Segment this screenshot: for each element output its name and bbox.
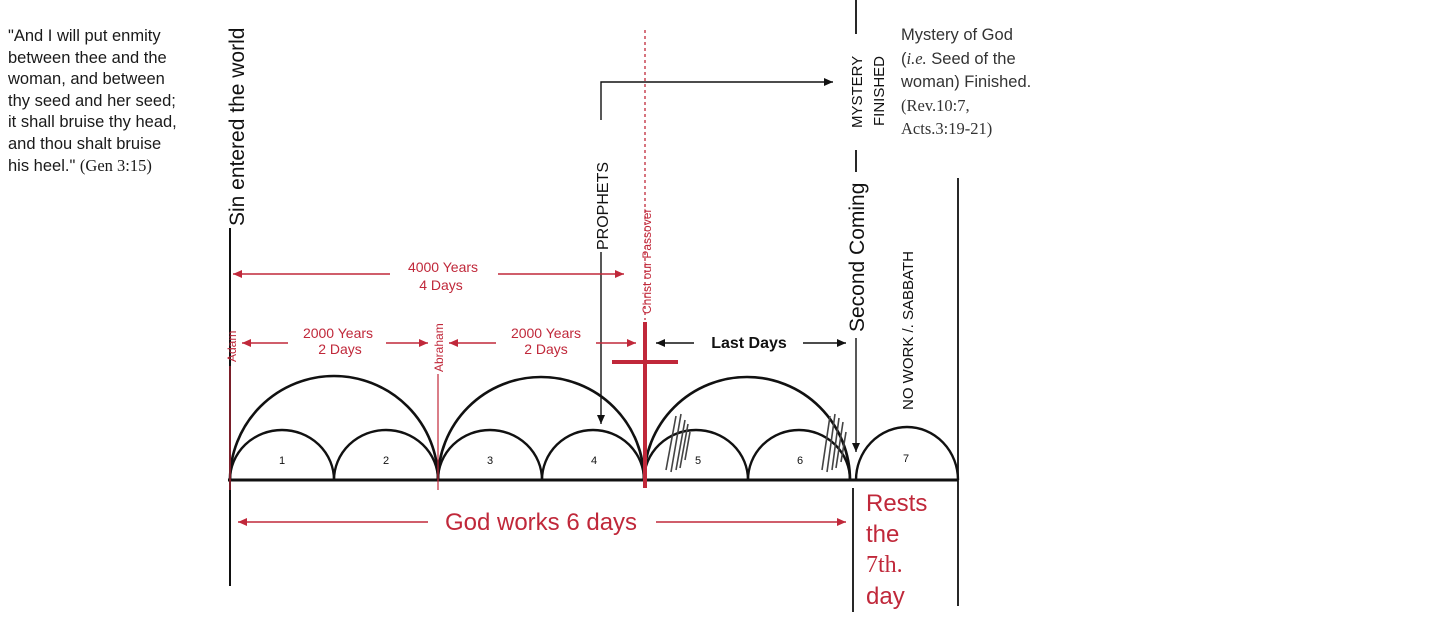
day-number-3: 3: [487, 455, 493, 467]
big-arc-1: [228, 374, 440, 481]
mystery-line-1: Mystery of God: [901, 26, 1013, 44]
mystery-line-2: (i.e. Seed of the: [901, 49, 1016, 68]
rests-line-2: the: [866, 521, 900, 548]
cross-icon: [612, 322, 678, 488]
mystery-ie: i.e.: [906, 49, 927, 68]
day-arc-3: [436, 428, 544, 481]
span-4000-years-label: 4000 Years: [408, 259, 478, 275]
adam-label: Adam: [225, 331, 239, 362]
day-number-5: 5: [695, 455, 701, 467]
span2-years-label: 2000 Years: [511, 325, 581, 341]
day-number-7: 7: [903, 453, 909, 465]
mystery-label: MYSTERY: [849, 56, 866, 128]
big-arc-2: [436, 375, 646, 481]
day-number-6: 6: [797, 455, 803, 467]
day-number-2: 2: [383, 455, 389, 467]
christ-label: Christ our Passover: [640, 209, 654, 314]
span1-years-label: 2000 Years: [303, 325, 373, 341]
finished-label: FINISHED: [871, 56, 888, 126]
quote-reference: (Gen 3:15): [79, 156, 152, 175]
rests-line-1: Rests: [866, 490, 928, 517]
abraham-label: Abraham: [432, 323, 446, 372]
second-coming-label: Second Coming: [846, 183, 869, 332]
rests-line-3: 7th.: [866, 552, 903, 578]
mystery-note: Mystery of God (i.e. Seed of the woman) …: [901, 24, 1031, 140]
day-number-1: 1: [279, 455, 285, 467]
span2-days-label: 2 Days: [524, 341, 568, 357]
quote-text: "And I will put enmity between thee and …: [8, 27, 177, 175]
hatching-right: [821, 413, 847, 473]
hatching-left: [665, 413, 691, 473]
span-4000-days-label: 4 Days: [419, 277, 463, 293]
big-arc-3: [642, 375, 852, 481]
span1-days-label: 2 Days: [318, 341, 362, 357]
prophets-label: PROPHETS: [595, 162, 612, 250]
day-arc-4: [540, 428, 646, 481]
mystery-line-5: Acts.3:19-21): [901, 119, 993, 138]
sin-entered-label: Sin entered the world: [226, 28, 249, 226]
day-arc-5: [642, 428, 750, 481]
mystery-line-4: (Rev.10:7,: [901, 96, 970, 115]
day-arc-6: [746, 428, 852, 481]
day-arc-2: [332, 428, 440, 481]
rests-seventh-day: Rests the 7th. day: [866, 488, 956, 612]
day-arc-1: [228, 428, 336, 481]
genesis-quote: "And I will put enmity between thee and …: [8, 26, 223, 178]
mystery-line-3: woman) Finished.: [901, 73, 1032, 91]
mystery-line-2-rest: Seed of the: [926, 50, 1016, 68]
last-days-label: Last Days: [711, 335, 787, 352]
no-work-sabbath-label: NO WORK /. SABBATH: [900, 251, 917, 410]
rests-line-4: day: [866, 583, 905, 610]
god-works-label: God works 6 days: [445, 509, 637, 536]
prophets-connector: [600, 78, 833, 120]
day-number-4: 4: [591, 455, 597, 467]
day-arc-7: [854, 425, 960, 481]
